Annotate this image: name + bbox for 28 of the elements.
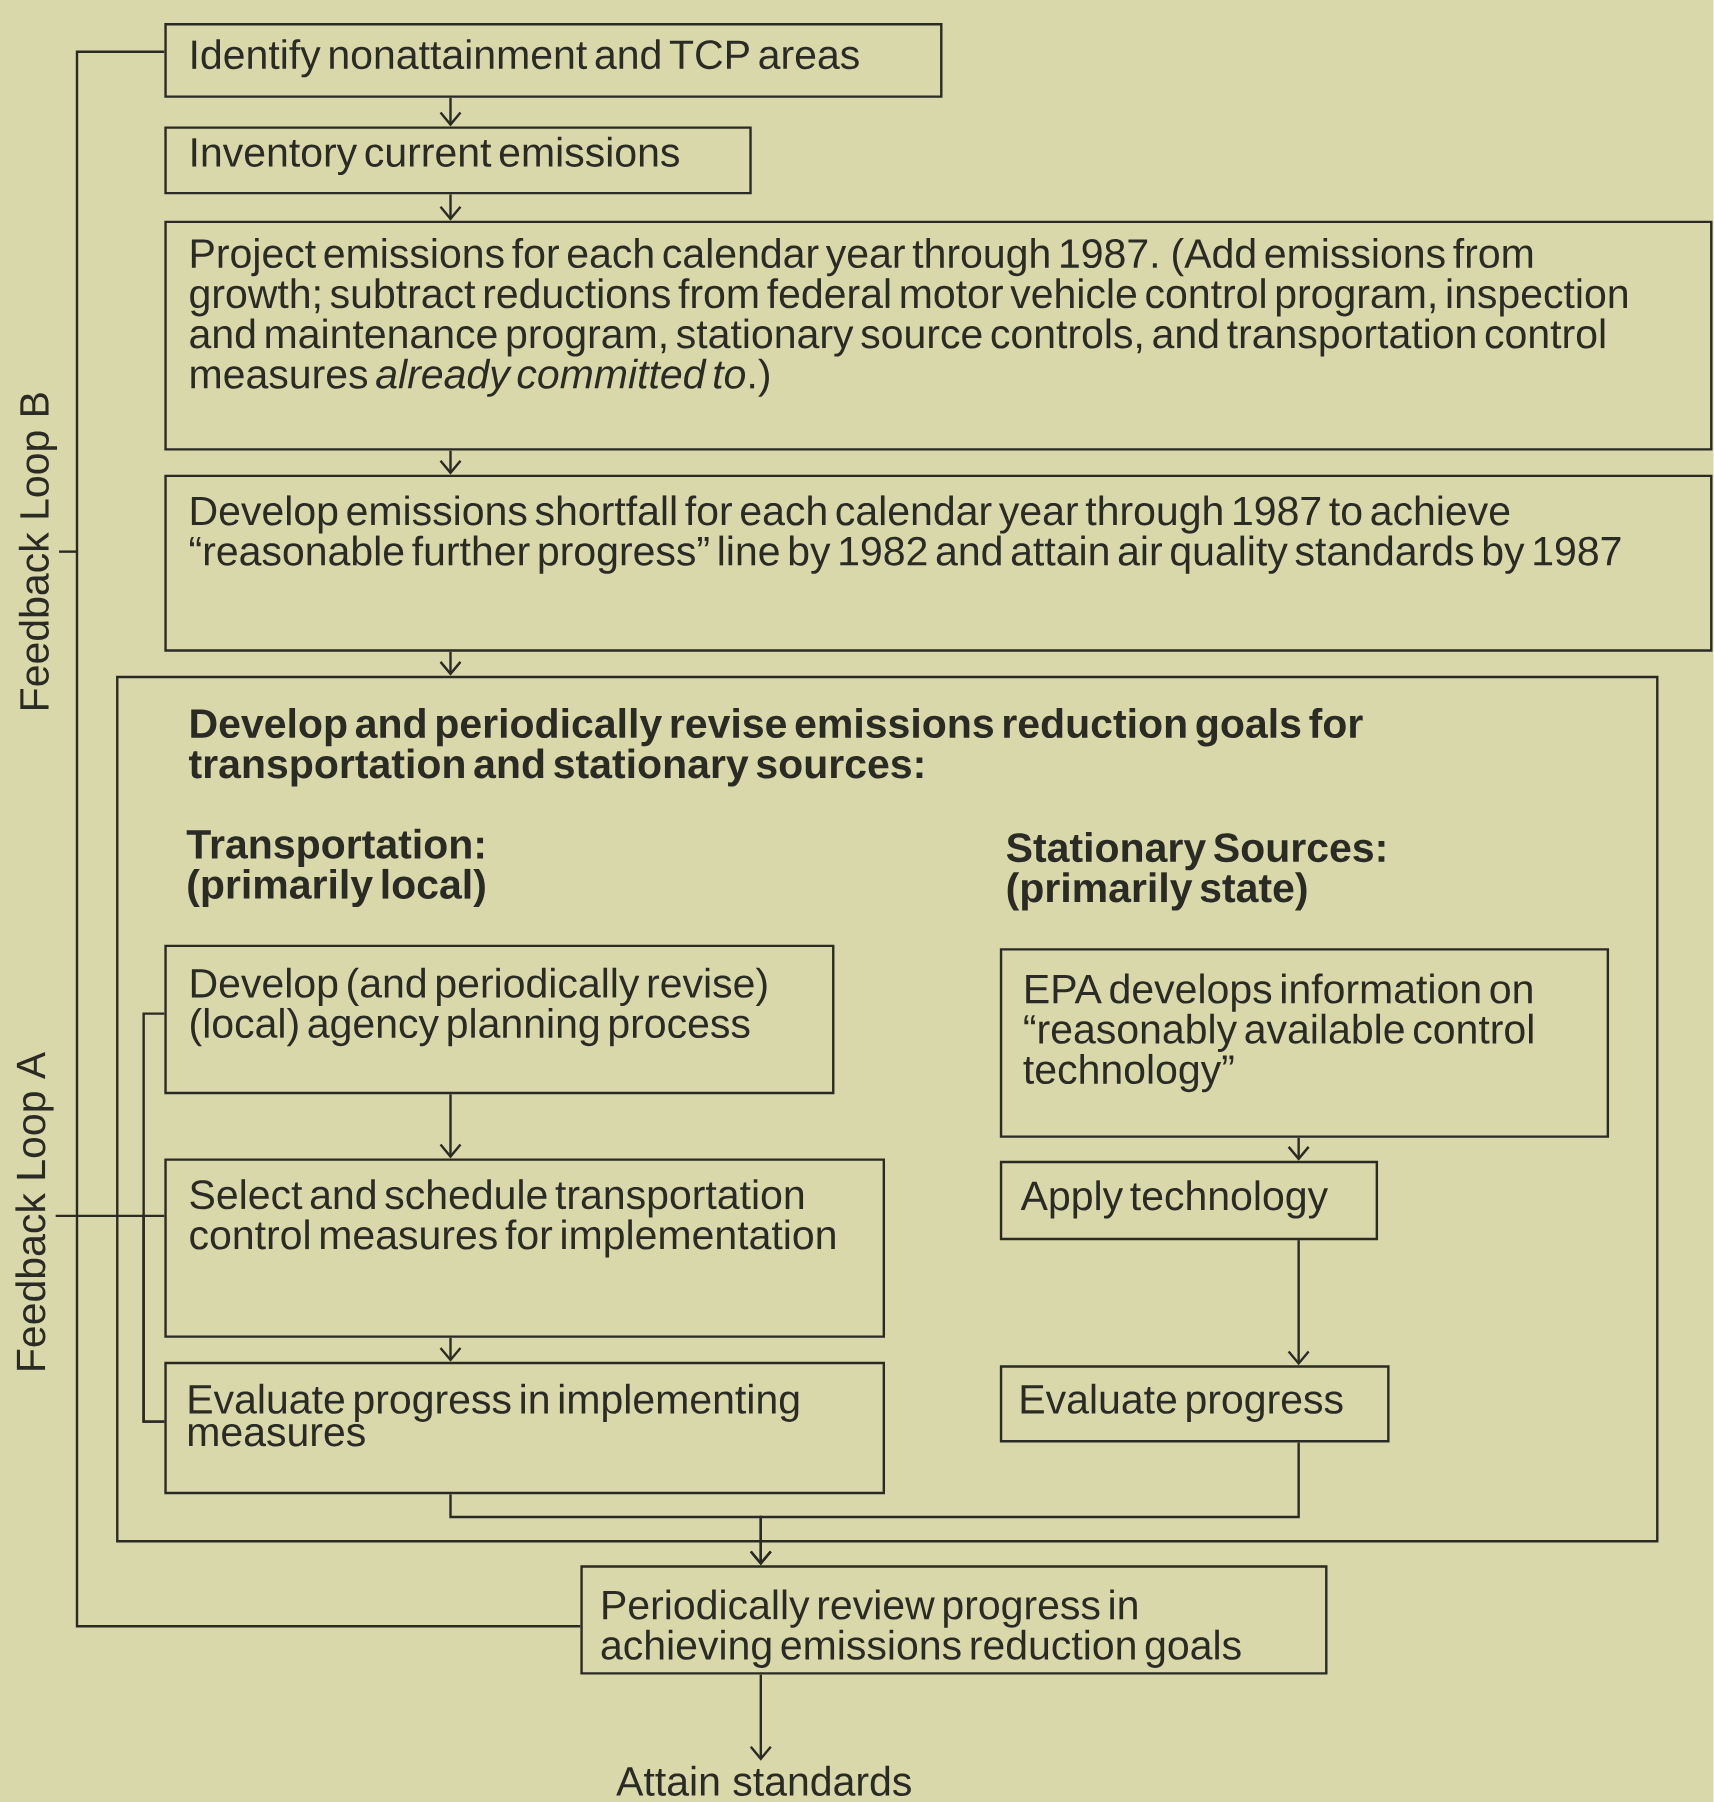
loop-label: Feedback Loop B — [17, 388, 60, 715]
subheading: Stationary Sources: (primarily state) — [1007, 832, 1385, 911]
process-box: Develop (and periodically revise) (local) agency planning process — [164, 944, 835, 1095]
feedback-line — [76, 50, 581, 1628]
subheading: Transportation: (primarily local) — [186, 828, 486, 908]
process-box: Project emissions for each calendar year through 1987. (Add emissions from growth; subtract reductions from federal motor vehicle control program, inspection and maintenance program, stationary source controls, and transportation control measures already committed to.) — [164, 220, 1713, 451]
arrow — [439, 194, 462, 221]
arrow — [439, 1094, 462, 1159]
arrow — [750, 1442, 1301, 1566]
process-box: Identify nonattainment and TCP areas — [164, 23, 943, 98]
process-box: Select and schedule transportation control measures for implementation — [164, 1158, 886, 1338]
process-box: Apply technology — [1000, 1160, 1379, 1241]
process-box: EPA develops information on “reasonably available control technology” — [1000, 948, 1610, 1138]
feedback-line — [142, 1214, 165, 1423]
loop-label: Feedback Loop A — [13, 1049, 56, 1376]
process-box: Inventory current emissions — [164, 126, 752, 195]
arrow — [439, 450, 462, 475]
outcome-text: Attain standards — [616, 1765, 912, 1796]
arrow — [439, 1337, 462, 1362]
heading: Develop and periodically revise emissions reduction goals for transportation and stationary sources: — [189, 708, 1363, 787]
arrow — [439, 651, 462, 676]
process-box: Periodically review progress in achieving emissions reduction goals — [580, 1565, 1328, 1675]
arrow — [750, 1674, 772, 1761]
arrow — [439, 97, 462, 127]
arrow — [1287, 1240, 1310, 1366]
process-box: Evaluate progress — [1000, 1365, 1390, 1443]
process-box: Evaluate progress in implementing measures — [164, 1361, 886, 1495]
process-box: Develop emissions shortfall for each calendar year through 1987 to achieve “reasonable further progress” line by 1982 and attain air quality standards by 1987 — [164, 474, 1713, 652]
